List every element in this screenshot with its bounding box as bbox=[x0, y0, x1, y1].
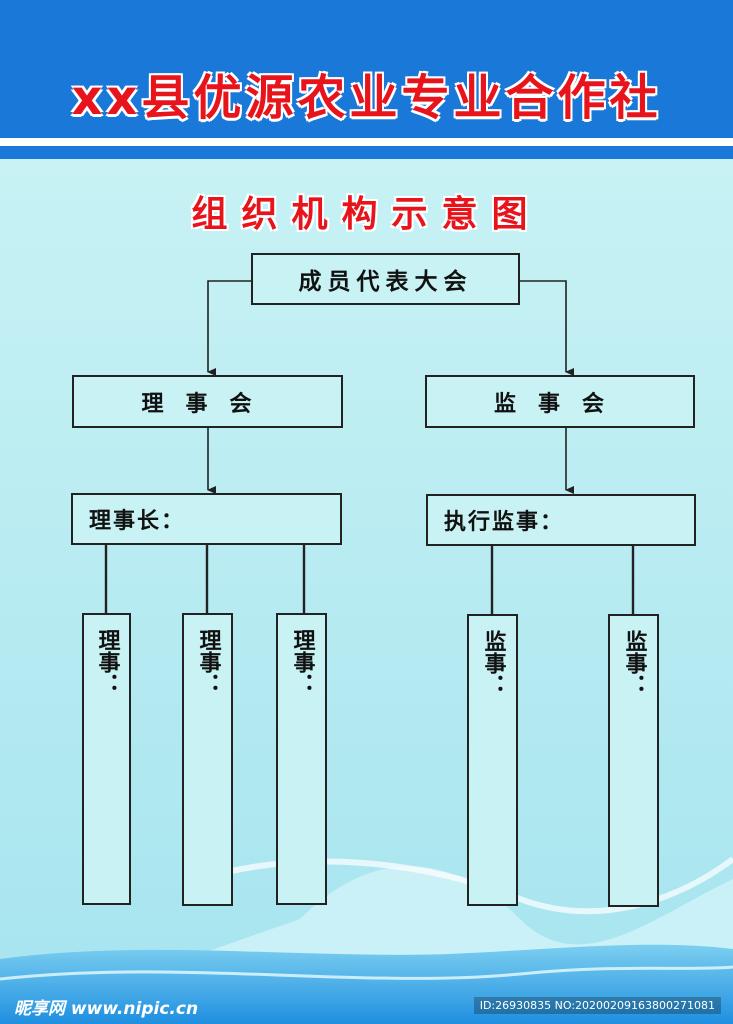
node-director-1-label: 理事： bbox=[94, 629, 120, 695]
header-banner bbox=[0, 0, 733, 138]
node-supervisor-2: 监事： bbox=[608, 614, 659, 907]
node-exec-supervisor: 执行监事： bbox=[426, 494, 696, 546]
node-director-2: 理事： bbox=[182, 613, 233, 906]
node-supervisor-1-label: 监事： bbox=[480, 630, 506, 696]
node-chairman: 理事长： bbox=[71, 493, 342, 545]
node-supervisory: 监事会 bbox=[425, 375, 695, 428]
header-stripe-white bbox=[0, 138, 733, 146]
node-director-1: 理事： bbox=[82, 613, 131, 905]
watermark-site: 昵享网 www.nipic.cn bbox=[14, 999, 199, 1019]
diagram-title: 组织机构示意图 bbox=[191, 194, 542, 235]
header-stripe-blue bbox=[0, 146, 733, 159]
node-supervisor-1: 监事： bbox=[467, 614, 518, 906]
node-director-3-label: 理事： bbox=[289, 629, 315, 695]
node-director-3: 理事： bbox=[276, 613, 327, 905]
node-director-2-label: 理事： bbox=[195, 629, 221, 695]
node-board: 理事会 bbox=[72, 375, 343, 428]
page-title: xx县优源农业专业合作社 bbox=[71, 70, 662, 126]
node-assembly: 成员代表大会 bbox=[251, 253, 520, 305]
watermark-id: ID:26930835 NO:20200209163800271081 bbox=[473, 997, 721, 1014]
node-supervisor-2-label: 监事： bbox=[621, 630, 647, 696]
